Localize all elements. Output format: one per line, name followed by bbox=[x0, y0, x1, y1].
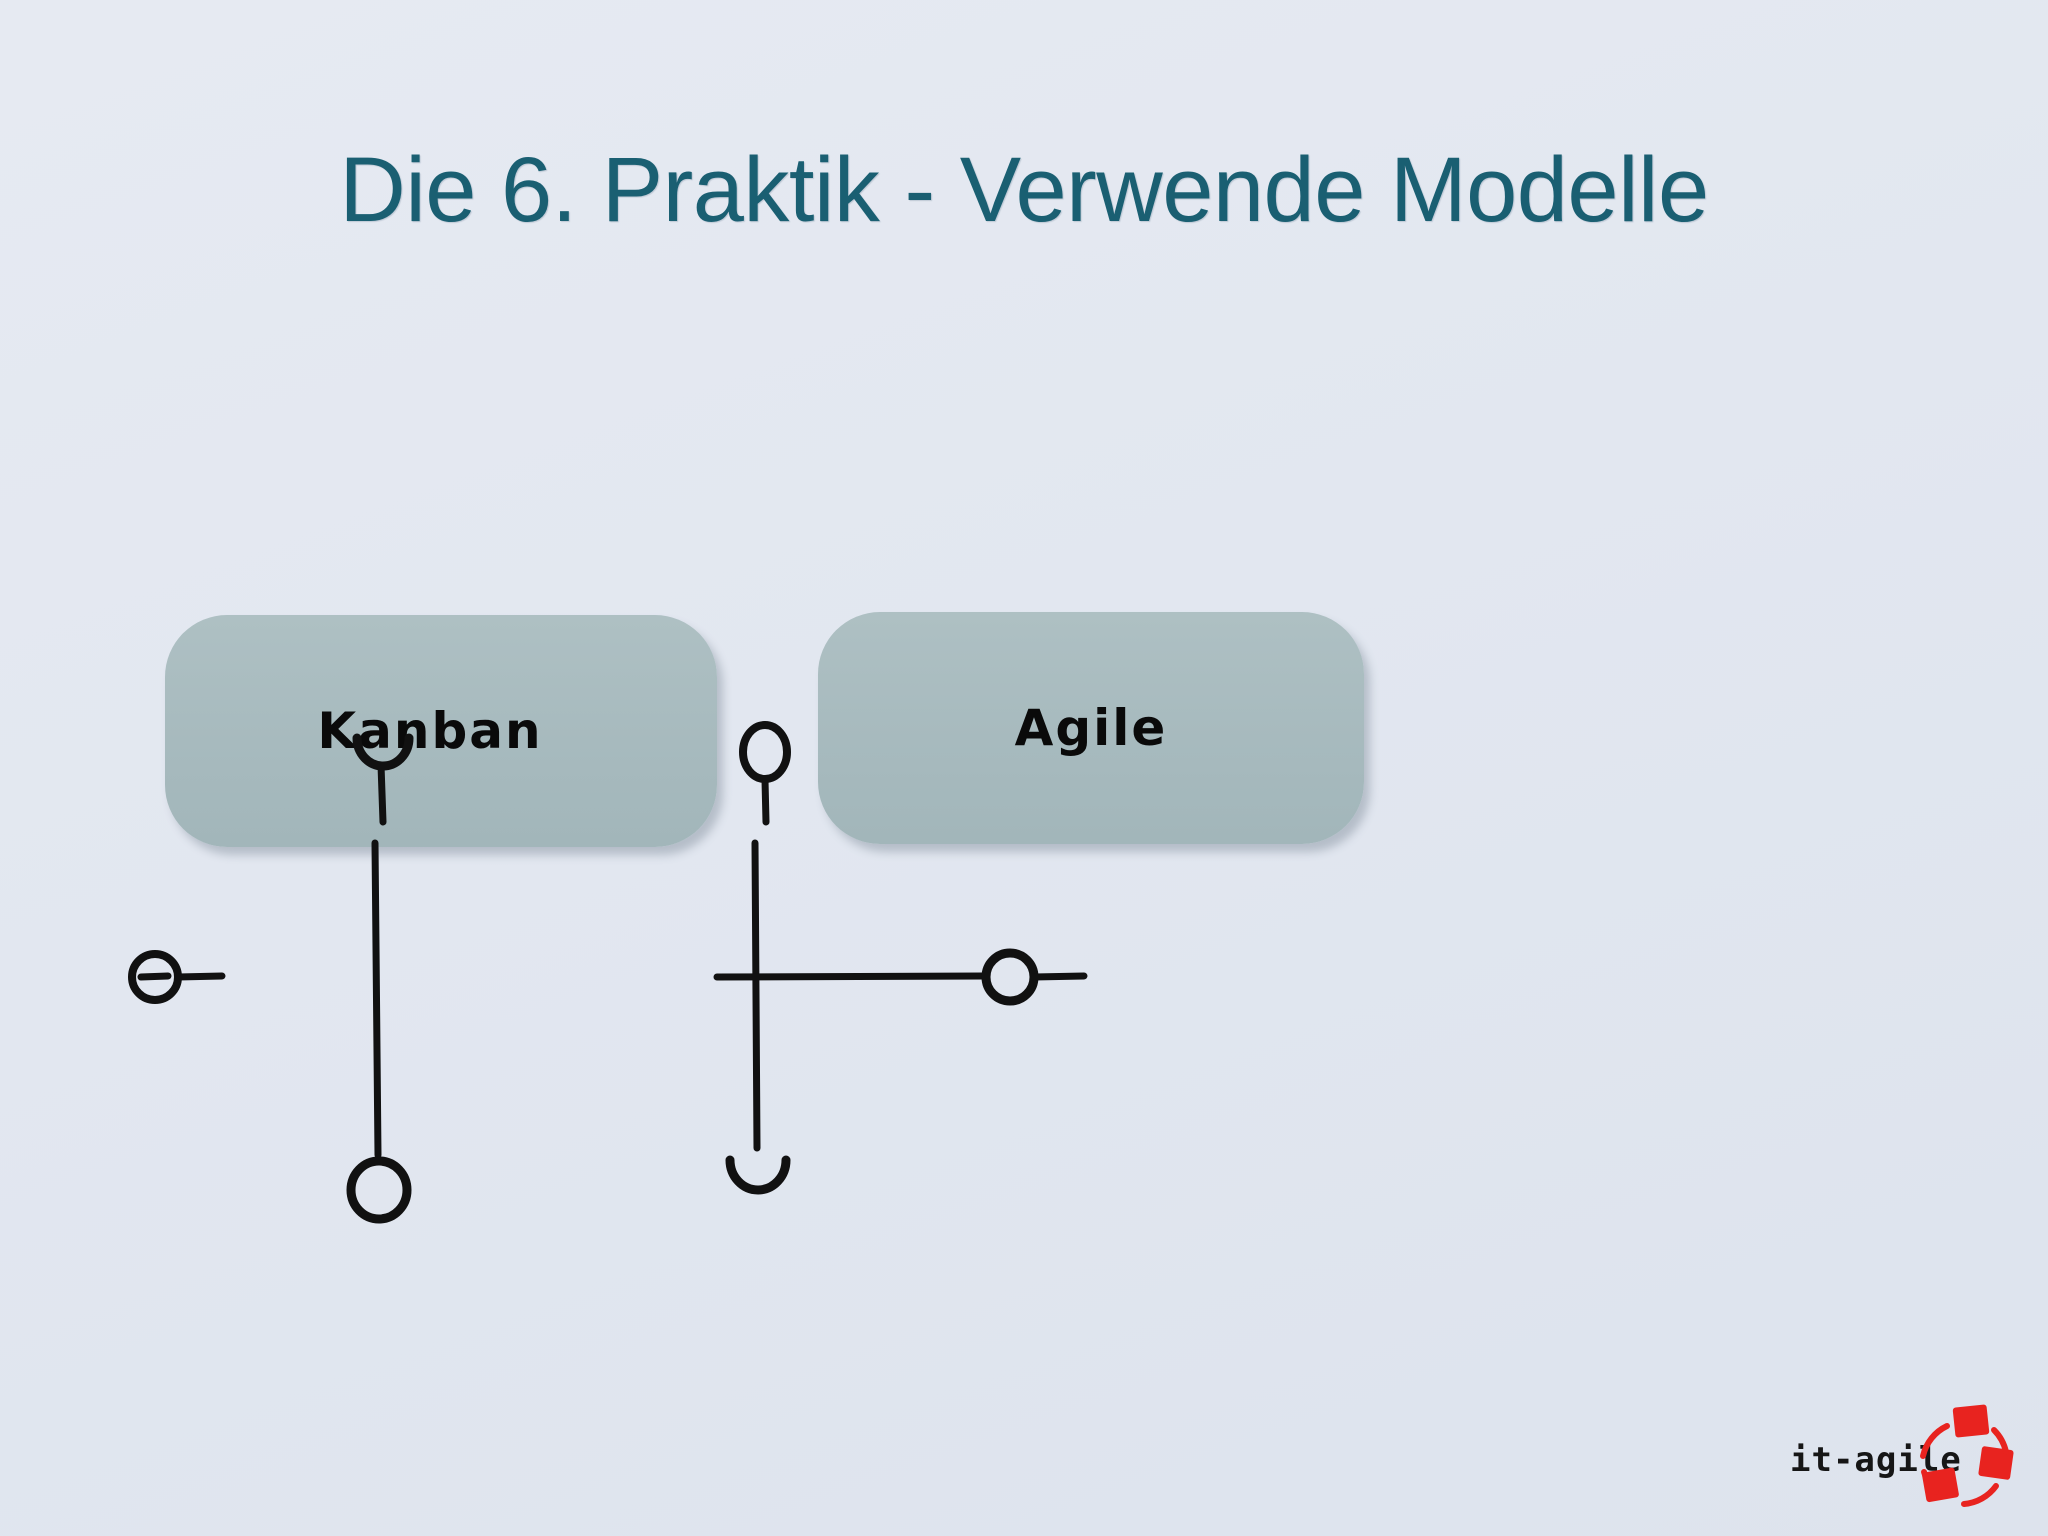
component-box-agile[interactable]: Agile bbox=[818, 612, 1364, 844]
port-left-ball-kanban bbox=[128, 950, 226, 1004]
component-label-agile: Agile bbox=[1014, 699, 1168, 757]
component-box-kanban[interactable]: Kanban bbox=[165, 615, 717, 847]
port-top-right-ball-kanban bbox=[739, 721, 791, 826]
port-bottom-left-ball-kanban bbox=[346, 839, 412, 1224]
logo-mark-icon bbox=[1920, 1404, 2014, 1507]
component-label-kanban: Kanban bbox=[317, 702, 543, 760]
page-title: Die 6. Praktik - Verwende Modelle bbox=[339, 139, 1709, 241]
logo: it-agile bbox=[1790, 1398, 2020, 1518]
port-bottom-right-socket-kanban bbox=[725, 839, 791, 1195]
link-kanban-to-agile bbox=[713, 948, 1088, 1006]
